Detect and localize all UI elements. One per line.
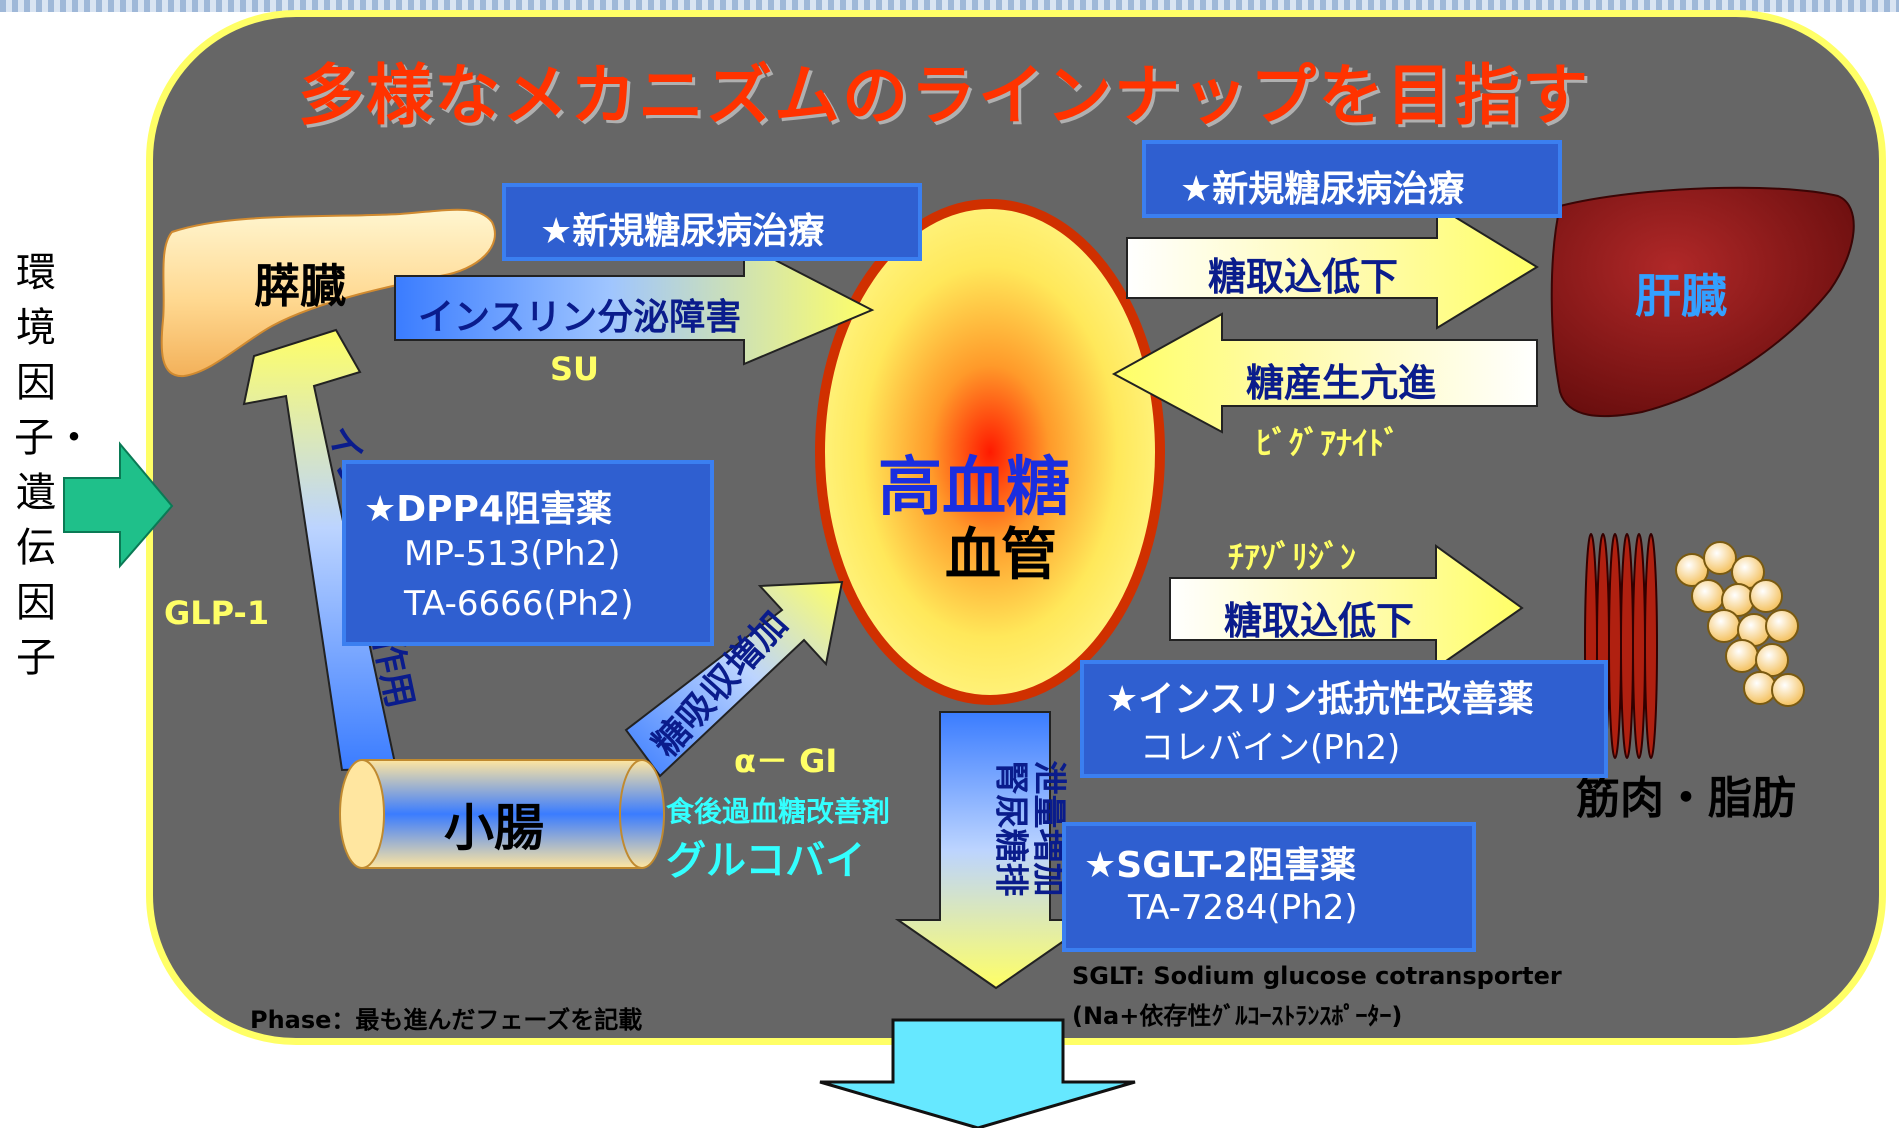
liver-label: 肝臓: [1635, 269, 1727, 323]
liver-shape: [1550, 186, 1855, 418]
bottom-output-arrow: [819, 1018, 1136, 1128]
absorption-arrow: [624, 580, 844, 778]
novel-therapy-box-top: [502, 183, 922, 261]
phase-note: Phase：最も進んだフェーズを記載: [250, 1006, 643, 1034]
environment-arrow: [63, 441, 174, 569]
dpp4-line2: MP-513(Ph2): [404, 534, 621, 574]
insulin-secretion-label: インスリン分泌障害: [418, 297, 742, 338]
liver-uptake-label: 糖取込低下: [1208, 255, 1399, 299]
insulin-resistance-box: [1080, 660, 1608, 778]
alpha-gi-label: α－ GI: [734, 742, 838, 780]
novel-therapy-right-label: ★新規糖尿病治療: [1180, 169, 1465, 210]
small-intestine-shape: [339, 759, 665, 869]
glucobay-label: グルコバイ: [666, 838, 866, 884]
sglt2-line2: TA-7284(Ph2): [1128, 888, 1358, 928]
insulin-resistance-line2: コレバイン(Ph2): [1140, 728, 1401, 768]
gluconeogenesis-arrow: [1111, 312, 1538, 434]
thiazolidine-label: ﾁｱｿﾞﾘｼﾞﾝ: [1228, 538, 1357, 576]
diagram-title: 多様なメカニズムのラインナップを目指す: [298, 57, 1590, 134]
sglt-definition: SGLT: Sodium glucose cotransporter: [1072, 962, 1562, 990]
dpp4-box: [342, 460, 714, 646]
muscle-uptake-label: 糖取込低下: [1224, 599, 1415, 643]
fat-cells: [1675, 541, 1805, 707]
dpp4-line1: ★DPP4阻害薬: [364, 489, 612, 530]
sglt2-line1: ★SGLT-2阻害薬: [1084, 845, 1356, 886]
insulin-resistance-line1: ★インスリン抵抗性改善薬: [1106, 679, 1534, 720]
postprandial-label: 食後過血糖改善剤: [666, 795, 891, 828]
renal-excretion-arrow: [894, 711, 1098, 990]
liver-uptake-arrow: [1126, 204, 1539, 330]
biguanide-label: ﾋﾞｸﾞｱﾅｲﾄﾞ: [1256, 424, 1401, 462]
novel-therapy-box-right: [1142, 140, 1562, 218]
top-decorative-line: [0, 0, 1899, 12]
insulin-secretion-arrow: [394, 242, 875, 366]
environment-genetic-label: 環境因子・遺伝因子: [14, 250, 94, 681]
blood-vessel-label: 血管: [945, 523, 1057, 588]
sglt-definition-jp: (Na+依存性ｸﾞﾙｺｰｽﾄﾗﾝｽﾎﾟｰﾀｰ): [1072, 1002, 1403, 1030]
novel-therapy-top-label: ★新規糖尿病治療: [540, 211, 825, 252]
small-intestine-label: 小腸: [444, 799, 544, 857]
muscle-fat-label: 筋肉・脂肪: [1576, 773, 1796, 824]
dpp4-line3: TA-6666(Ph2): [404, 584, 634, 624]
glp1-label: GLP-1: [164, 594, 270, 632]
pancreas-label: 膵臓: [254, 259, 346, 313]
su-label: SU: [550, 350, 600, 388]
gluconeogenesis-label: 糖産生亢進: [1246, 361, 1437, 405]
center-blood-vessel: [815, 199, 1165, 705]
sglt2-box: [1062, 822, 1476, 952]
hyperglycemia-label: 高血糖: [878, 451, 1070, 525]
muscle-uptake-arrow: [1169, 544, 1524, 670]
